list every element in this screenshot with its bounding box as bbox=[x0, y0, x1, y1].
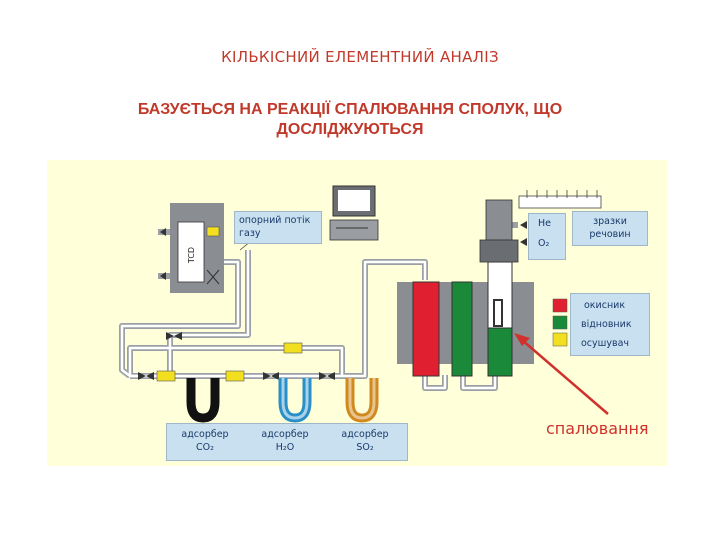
legend-reducer-label: відновник bbox=[581, 319, 632, 330]
reference-gas-label: опорний потік газу bbox=[234, 211, 322, 244]
autosampler-head bbox=[485, 199, 513, 241]
gas-he-label: He bbox=[538, 218, 551, 229]
dryer-tube bbox=[283, 342, 303, 354]
reducer-tube bbox=[451, 281, 473, 377]
samples-label: зразки речовин bbox=[572, 211, 648, 246]
detector-label: TCD bbox=[187, 247, 196, 264]
valve-icon bbox=[138, 372, 154, 380]
legend-swatch-dryer bbox=[552, 332, 568, 347]
legend-swatch-oxidizer bbox=[552, 298, 568, 313]
adsorber-so2-species: SO₂ bbox=[356, 442, 374, 453]
page-title: КІЛЬКІСНИЙ ЕЛЕМЕНТНИЙ АНАЛІЗ bbox=[221, 48, 499, 66]
legend-swatch-reducer bbox=[552, 315, 568, 330]
so2-adsorber-tube bbox=[345, 378, 379, 423]
o2-arrow-icon bbox=[520, 238, 527, 246]
dryer-tube bbox=[156, 370, 176, 382]
adsorber-co2-species: CO₂ bbox=[196, 442, 214, 453]
combustion-tube-packing bbox=[487, 327, 513, 377]
he-arrow-icon bbox=[520, 221, 527, 229]
combustion-arrowhead-icon bbox=[514, 333, 530, 346]
computer-case-icon bbox=[329, 219, 379, 241]
inlet-arrow-icon bbox=[160, 228, 166, 236]
adsorbers-box bbox=[166, 423, 408, 461]
adsorber-h2o-species: H₂O bbox=[275, 442, 295, 453]
valves bbox=[138, 332, 335, 380]
adsorber-co2-name: адсорбер bbox=[181, 429, 229, 440]
autosampler-base bbox=[479, 239, 519, 263]
legend-box bbox=[570, 293, 650, 356]
detector-dryer bbox=[206, 226, 220, 237]
combustion-arrow bbox=[521, 339, 609, 415]
valve-icon bbox=[263, 372, 279, 380]
dryer-tube bbox=[225, 370, 245, 382]
detector-cell bbox=[177, 221, 205, 283]
inlet-arrow-icon bbox=[160, 272, 166, 280]
combustion-tube bbox=[487, 261, 513, 329]
legend-dryer-label: осушувач bbox=[581, 338, 630, 349]
page-subtitle: БАЗУЄТЬСЯ НА РЕАКЦІЇ СПАЛЮВАННЯ СПОЛУК, … bbox=[137, 101, 563, 138]
crucible-icon bbox=[493, 299, 503, 327]
h2o-adsorber-tube bbox=[278, 378, 312, 423]
sample-slots bbox=[526, 190, 598, 198]
co2-adsorber-tube bbox=[186, 378, 220, 423]
combustion-label: спалювання bbox=[546, 419, 649, 438]
valve-icon bbox=[319, 372, 335, 380]
adsorber-h2o-name: адсорбер bbox=[261, 429, 309, 440]
adsorber-so2-name: адсорбер bbox=[341, 429, 389, 440]
detector-valve-icon bbox=[206, 269, 220, 285]
oxidizer-tube bbox=[412, 281, 440, 377]
carrier-gas-box bbox=[528, 213, 566, 260]
monitor-screen bbox=[338, 190, 370, 211]
valve-icon bbox=[166, 332, 182, 340]
gas-o2-label: O₂ bbox=[538, 238, 550, 249]
gas-tubing bbox=[119, 222, 518, 391]
legend-oxidizer-label: окисник bbox=[584, 300, 626, 311]
sample-carousel bbox=[518, 195, 602, 209]
